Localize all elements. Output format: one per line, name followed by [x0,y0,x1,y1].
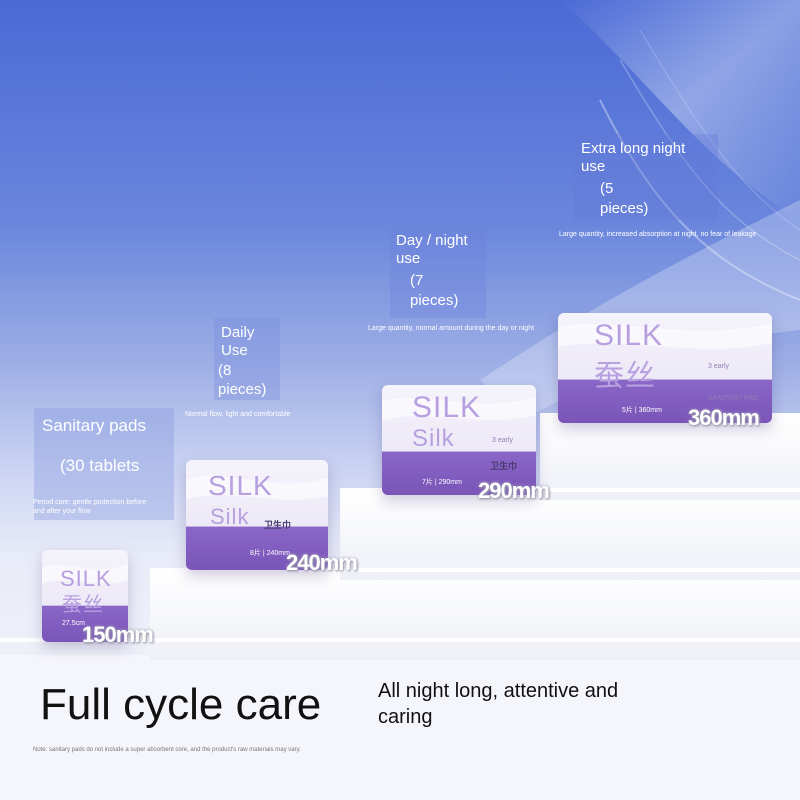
tier2-count-line1: (8 [218,362,232,379]
tier2-description: Normal flow, light and comfortable [185,411,291,418]
pack-brand-script: Silk [210,504,250,529]
pack-type: SANITARY PAD [708,395,759,402]
tagline: All night long, attentive and caring [378,680,619,728]
headline: Full cycle care [40,680,322,729]
tier1-title: Sanitary pads [42,416,146,435]
pack-brand: SILK [594,319,664,352]
pack-brand: SILK [208,470,273,501]
tier3-size: 290mm [478,478,550,503]
pack-tag: 3 early [492,437,514,444]
footnote: Note: sanitary pads do not include a sup… [33,747,301,753]
pack-brand-script: Silk [412,425,455,452]
tier3-description: Large quantity, normal amount during the… [368,325,535,332]
tier2-size: 240mm [286,550,358,575]
tier3-title-line2: use [396,250,421,267]
pack-brand: SILK [60,566,112,591]
tier3-title-line1: Day / night [396,232,468,249]
step-1 [150,570,800,660]
tier1-size: 150mm [82,622,154,647]
tier4-title-line1: Extra long night [581,140,686,157]
pack-spec: 27.5cm [62,620,85,627]
tier2-title-line1: Daily [221,324,255,341]
tier4-count-line2: pieces) [600,200,649,217]
pack-cn-name: 卫生巾 [264,520,292,530]
product-pack-360: SILK 蚕丝 3 early SANITARY PAD 5片 | 360mm [558,313,772,423]
pack-cn-brand: 蚕丝 [62,594,104,616]
tier1-count: (30 tablets [60,456,140,475]
tier2-count-line2: pieces) [218,381,267,398]
pack-tag: 3 early [708,363,730,370]
tier2-title-line2: Use [221,342,248,359]
tier3-count-line1: (7 [410,272,424,289]
tier1-description: Period care: gentle protection before an… [33,499,147,515]
tier3-count-line2: pieces) [410,292,459,309]
product-pack-290: SILK Silk 3 early 卫生巾 7片 | 290mm [382,385,536,495]
pack-cn-name: 卫生巾 [490,461,518,471]
tier4-size: 360mm [688,405,760,430]
pack-brand: SILK [412,391,482,424]
pack-spec: 7片 | 290mm [422,479,462,486]
pack-cn-brand: 蚕丝 [594,360,656,393]
pack-spec: 8片 | 240mm [250,550,290,557]
pack-spec: 5片 | 360mm [622,407,662,414]
product-pack-240: SILK Silk 卫生巾 8片 | 240mm [186,460,328,570]
step-2 [340,490,800,580]
tier4-description: Large quantity, increased absorption at … [559,231,757,238]
tier4-count-line1: (5 [600,180,614,197]
product-pack-150: SILK 蚕丝 27.5cm [42,550,128,642]
tier4-title-line2: use [581,158,606,175]
step-3 [540,415,800,500]
